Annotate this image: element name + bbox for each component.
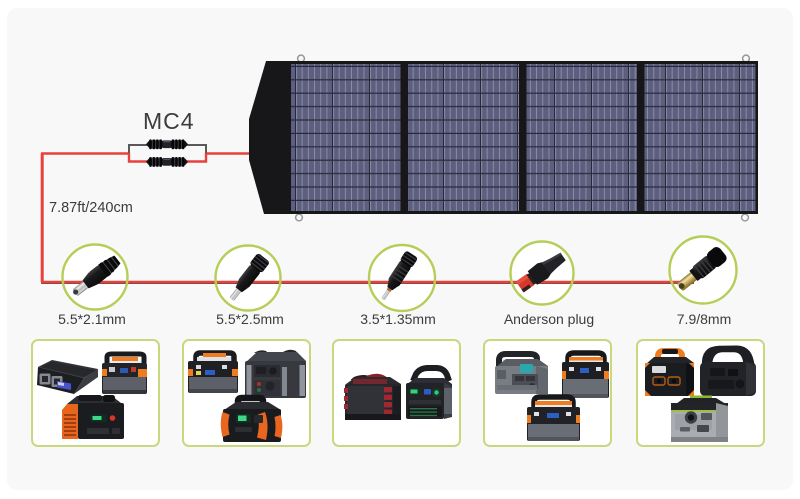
svg-text:3.5*1.35mm: 3.5*1.35mm: [360, 311, 435, 327]
svg-text:5.5*2.1mm: 5.5*2.1mm: [58, 311, 126, 327]
svg-text:Anderson plug: Anderson plug: [504, 311, 594, 327]
svg-text:5.5*2.5mm: 5.5*2.5mm: [216, 311, 284, 327]
svg-text:MC4: MC4: [143, 108, 195, 134]
svg-text:7.9/8mm: 7.9/8mm: [677, 311, 731, 327]
svg-text:7.87ft/240cm: 7.87ft/240cm: [49, 200, 133, 216]
